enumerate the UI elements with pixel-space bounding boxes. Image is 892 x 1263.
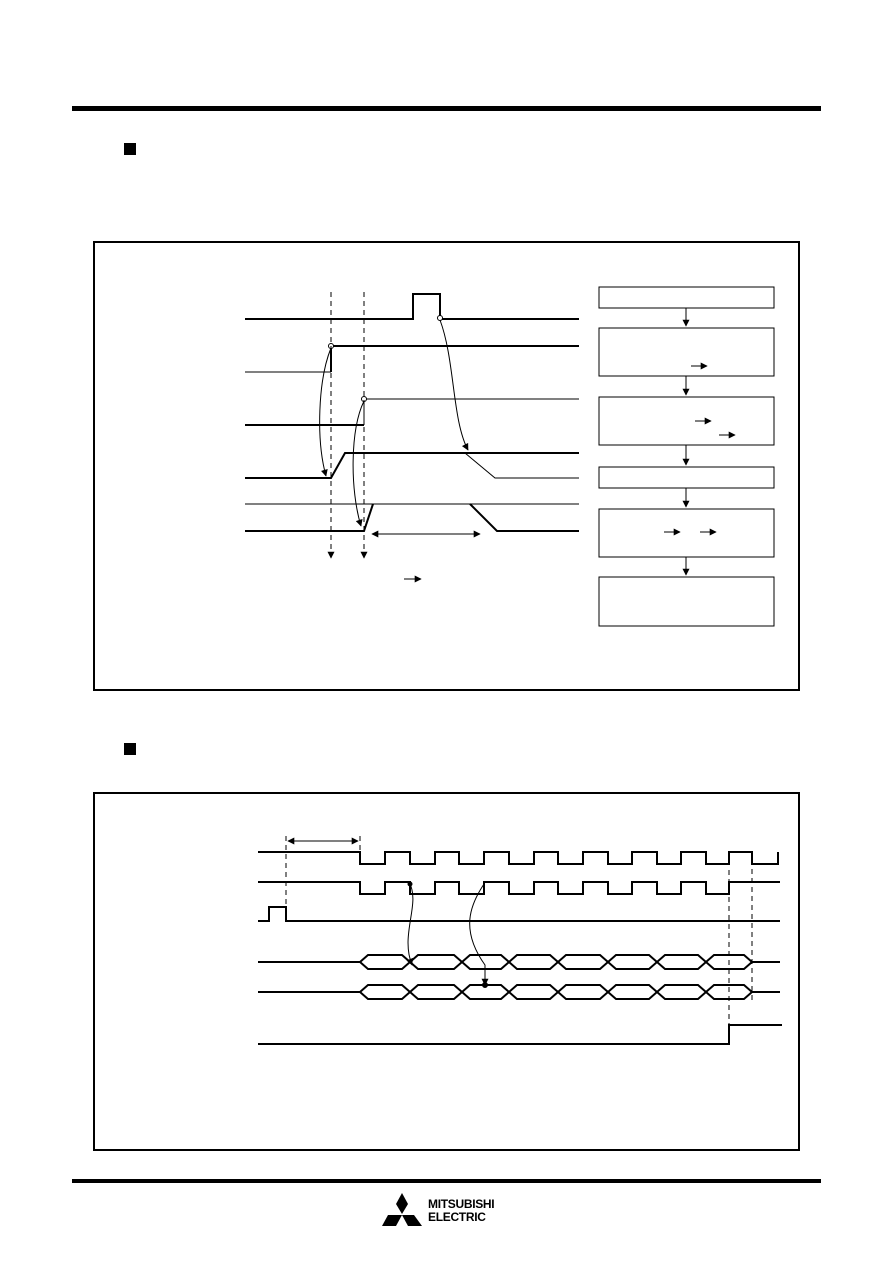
flow-connectors [664,308,736,576]
brand-line-1: MITSUBISHI [428,1197,495,1211]
clock-signal-b [258,881,780,895]
footer-rule [72,1179,821,1183]
strobe-signal [258,906,780,922]
end-markers [728,860,753,1044]
three-diamonds-icon [382,1193,422,1226]
signal-4 [245,315,579,479]
flow-box-2 [598,327,775,377]
signal-3 [245,396,579,426]
timing-panel-2 [93,792,800,1151]
flow-box-6 [598,576,775,627]
header-rule [72,106,821,111]
setup-interval [285,836,361,925]
ready-signal [258,1024,782,1045]
data-bus-a [258,954,780,970]
brand-line-2: ELECTRIC [428,1210,486,1224]
data-bus-b [258,984,780,1000]
mitsubishi-logo: MITSUBISHI ELECTRIC [380,1190,520,1230]
section-bullet-2 [124,743,136,755]
timing-panel-1 [93,241,800,691]
interval-arrow [371,530,481,583]
causal-arrows [319,319,469,527]
sample-arrows [406,881,489,988]
flow-box-5 [598,508,775,558]
clock-signal-a [258,851,779,865]
signal-1 [245,293,579,320]
section-bullet-1 [124,143,136,155]
